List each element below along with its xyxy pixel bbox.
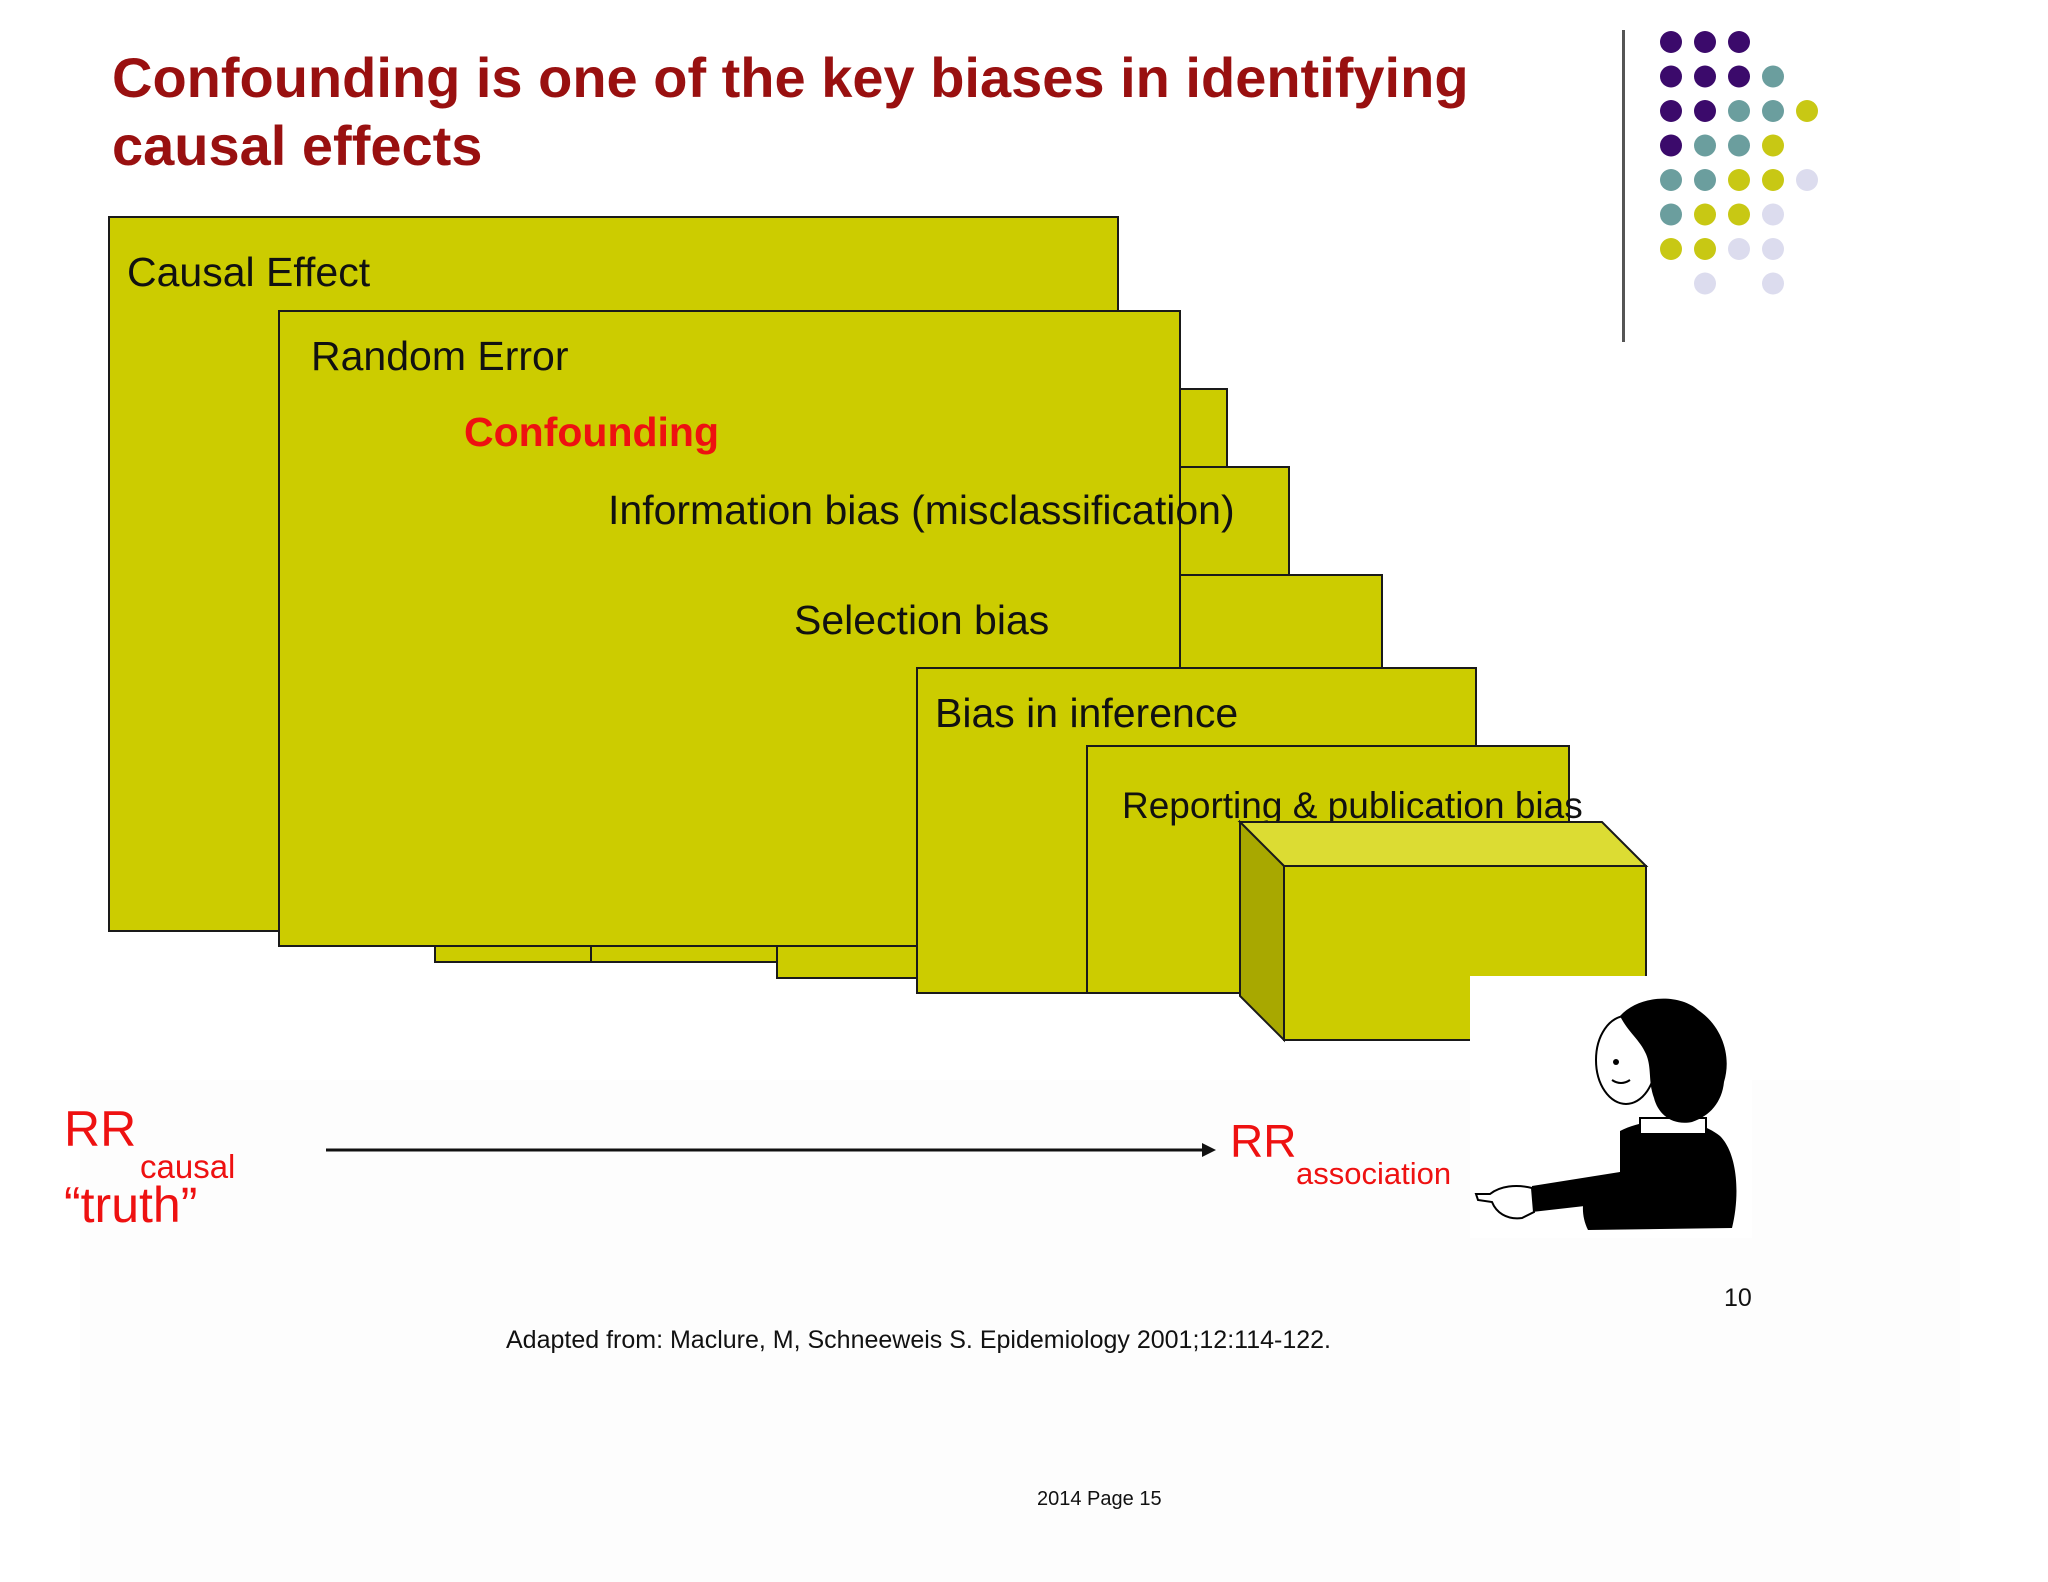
decoration-dot	[1762, 272, 1784, 295]
person-body	[1582, 1120, 1737, 1230]
random-error-label: Random Error	[311, 333, 569, 379]
decoration-dot	[1796, 169, 1818, 191]
decoration-dot	[1694, 238, 1716, 260]
confounding-label: Confounding	[464, 409, 720, 455]
decoration-dot	[1694, 134, 1716, 157]
decoration-dot	[1660, 134, 1682, 157]
decoration-dot	[1660, 65, 1682, 88]
decoration-dot	[1660, 169, 1682, 191]
bias-in-inference-label: Bias in inference	[935, 690, 1239, 736]
decoration-dot	[1762, 203, 1784, 226]
truth-caption: “truth”	[64, 1177, 198, 1233]
rr-causal-subscript: causal	[140, 1148, 236, 1185]
divider-line	[1622, 30, 1625, 342]
decoration-dot	[1762, 100, 1784, 122]
decoration-dot	[1694, 65, 1716, 88]
decoration-dot	[1660, 31, 1682, 53]
decoration-dot	[1694, 203, 1716, 226]
reporting-bias-label: Reporting & publication bias	[1122, 785, 1583, 826]
decoration-dot	[1728, 100, 1750, 122]
person-eye	[1613, 1059, 1619, 1065]
decoration-dot	[1728, 65, 1750, 88]
rr-association-main: RR	[1230, 1115, 1297, 1167]
arrow-head	[1202, 1143, 1216, 1157]
decoration-dot	[1762, 169, 1784, 191]
decoration-dot	[1728, 238, 1750, 260]
rr-causal-main: RR	[64, 1101, 137, 1157]
person-hair	[1620, 998, 1727, 1123]
decoration-dot	[1694, 169, 1716, 191]
decoration-dot	[1762, 238, 1784, 260]
person-pointing-illustration	[1470, 976, 1752, 1238]
decoration-dot	[1694, 100, 1716, 122]
decoration-dot	[1694, 272, 1716, 295]
citation: Adapted from: Maclure, M, Schneeweis S. …	[506, 1326, 1331, 1354]
person-mouth	[1611, 1079, 1631, 1084]
rr-association-subscript: association	[1296, 1156, 1452, 1191]
slide-title: Confounding is one of the key biases in …	[112, 46, 1469, 177]
decoration-dot	[1660, 100, 1682, 122]
decoration-dot	[1728, 203, 1750, 226]
information-bias-label: Information bias (misclassification)	[608, 487, 1235, 533]
decoration-dot	[1728, 169, 1750, 191]
footer-page: 2014 Page 15	[1037, 1488, 1162, 1510]
decoration-dot	[1796, 100, 1818, 122]
person-arm	[1532, 1172, 1620, 1212]
decoration-dot	[1762, 65, 1784, 88]
page-number: 10	[1724, 1284, 1752, 1312]
decoration-dot	[1694, 31, 1716, 53]
decoration-dot	[1728, 134, 1750, 157]
causal-effect-label: Causal Effect	[127, 249, 371, 295]
causal-arrow	[326, 1143, 1216, 1157]
decoration-dot	[1728, 31, 1750, 53]
selection-bias-label: Selection bias	[794, 597, 1050, 643]
decoration-dot	[1660, 238, 1682, 260]
rr-causal: RR	[64, 1104, 136, 1154]
person-hand	[1474, 1185, 1536, 1220]
decoration-dot	[1660, 203, 1682, 226]
decoration-dot	[1762, 134, 1784, 157]
